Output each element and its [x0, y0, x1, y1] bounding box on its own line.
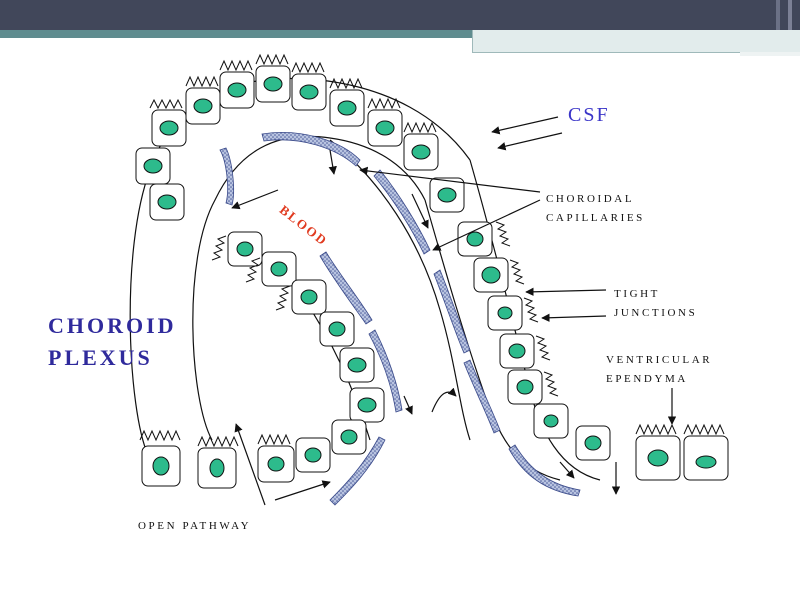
- open-pathway-label: OPEN PATHWAY: [138, 520, 252, 532]
- nucleus: [299, 84, 319, 100]
- nucleus: [347, 357, 367, 373]
- nucleus: [337, 100, 357, 116]
- slide-header-bar: [0, 0, 800, 30]
- nucleus: [497, 306, 513, 320]
- nucleus: [304, 447, 322, 463]
- tight-junction-pointer-arrow: [525, 287, 607, 297]
- nucleus: [695, 455, 717, 469]
- nucleus: [300, 289, 318, 305]
- nucleus: [270, 261, 288, 277]
- nucleus: [152, 456, 170, 476]
- nucleus: [411, 144, 431, 160]
- tight-junction-pointer-arrow: [541, 313, 607, 322]
- nucleus: [263, 76, 283, 92]
- capillary-pointer-arrow: [432, 199, 541, 251]
- nucleus: [143, 158, 163, 174]
- capillary-wall: [433, 269, 471, 354]
- epithelial-cells-bottom-row: [141, 435, 729, 489]
- nucleus: [508, 343, 526, 359]
- nucleus: [357, 397, 377, 413]
- nucleus: [437, 187, 457, 203]
- capillary-wall: [319, 251, 373, 325]
- nucleus: [481, 266, 501, 284]
- flow-arrow: [328, 149, 337, 175]
- choroidal-capillaries-label: CHOROIDAL CAPILLARIES: [546, 193, 645, 224]
- capillary-wall: [508, 444, 581, 497]
- nucleus: [375, 120, 395, 136]
- open-pathway-arrow: [274, 480, 331, 501]
- nucleus: [516, 379, 534, 395]
- csf-arrow: [497, 132, 563, 151]
- capillary-wall: [329, 436, 386, 506]
- nucleus: [159, 120, 179, 136]
- nucleus: [157, 194, 177, 210]
- nucleus: [584, 435, 602, 451]
- flow-arrow: [431, 387, 457, 413]
- nucleus: [227, 82, 247, 98]
- slide-header-accent: [788, 0, 792, 30]
- slide-accent-box: [472, 30, 800, 53]
- epithelial-cells-right: [429, 177, 611, 461]
- capillary-pointer-arrow: [359, 166, 541, 193]
- csf-arrow: [491, 116, 559, 135]
- capillary-wall: [219, 147, 234, 206]
- microvilli: [139, 53, 725, 448]
- flow-arrow: [231, 189, 279, 210]
- capillary-wall: [368, 329, 403, 413]
- nucleus: [267, 456, 285, 472]
- flow-arrow: [403, 395, 413, 415]
- nuclei: [143, 76, 717, 478]
- ventricular-ependyma-label: VENTRICULAR EPENDYMA: [606, 354, 713, 385]
- nucleus: [340, 429, 358, 445]
- capillary-wall: [261, 132, 361, 167]
- flow-arrows: [231, 116, 677, 506]
- nucleus: [466, 231, 484, 247]
- capillary-wall: [463, 359, 501, 434]
- nucleus: [647, 449, 669, 467]
- nucleus: [193, 98, 213, 114]
- nucleus: [543, 414, 559, 428]
- tight-junctions-label: TIGHT JUNCTIONS: [614, 288, 698, 319]
- flow-arrow: [559, 461, 575, 479]
- open-pathway-arrow: [234, 423, 266, 506]
- capillary-wall: [373, 169, 431, 255]
- csf-label: CSF: [568, 104, 610, 126]
- nucleus: [209, 458, 225, 478]
- slide-header-accent: [776, 0, 780, 30]
- flow-arrow: [411, 193, 429, 229]
- nucleus: [328, 321, 346, 337]
- slide-accent-box-inner: [740, 52, 800, 56]
- slide-accent-strip: [0, 30, 800, 38]
- nucleus: [236, 241, 254, 257]
- capillary-walls: [219, 132, 581, 506]
- choroid-plexus-title: CHOROID PLEXUS: [48, 313, 177, 370]
